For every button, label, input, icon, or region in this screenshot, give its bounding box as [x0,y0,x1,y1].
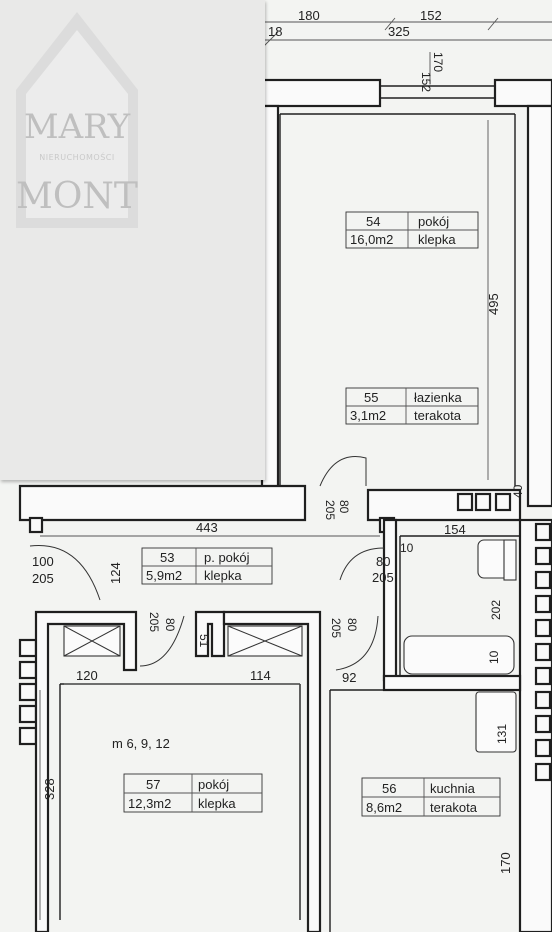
logo-line-3: MONT [16,176,138,217]
agency-logo: MARY NIERUCHOMOŚCI MONT [16,12,138,228]
window-squares-right [534,522,552,782]
svg-text:terakota: terakota [414,408,462,423]
dim-325: 325 [388,24,410,39]
svg-text:54: 54 [366,214,380,229]
dim-205-d: 205 [147,612,161,632]
svg-text:klepka: klepka [204,568,242,583]
dim-100: 100 [32,554,54,569]
dim-202: 202 [489,600,503,620]
dim-80-d: 80 [345,618,359,632]
overlay-paper: MARY NIERUCHOMOŚCI MONT [0,0,265,480]
plan-note: m 6, 9, 12 [112,736,170,751]
dim-170-b: 170 [498,852,513,874]
dim-205-e: 205 [329,618,343,638]
svg-text:łazienka: łazienka [414,390,462,405]
walls [18,78,552,932]
doors [29,456,385,671]
svg-text:klepka: klepka [418,232,456,247]
svg-text:5,9m2: 5,9m2 [146,568,182,583]
svg-text:57: 57 [146,777,160,792]
room-56-label: 56 kuchnia 8,6m2 terakota [361,777,501,817]
svg-text:56: 56 [382,781,396,796]
logo-line-1: MARY [24,107,131,147]
dim-51: 51 [197,634,211,648]
svg-text:pokój: pokój [198,777,229,792]
logo-line-2: NIERUCHOMOŚCI [39,151,114,162]
dim-328: 328 [42,778,57,800]
dim-205-c: 205 [372,570,394,585]
dim-120: 120 [76,668,98,683]
room-54-label: 54 pokój 16,0m2 klepka [345,211,479,249]
room-55-label: 55 łazienka 3,1m2 terakota [345,387,479,425]
svg-text:8,6m2: 8,6m2 [366,800,402,815]
dim-10-b: 10 [487,650,501,664]
dim-10-a: 10 [400,541,414,555]
svg-text:pokój: pokój [418,214,449,229]
dim-80-a: 80 [337,500,351,514]
svg-text:53: 53 [160,550,174,565]
dim-205-b: 205 [323,500,337,520]
interior-dim-lines [39,120,489,920]
svg-text:55: 55 [364,390,378,405]
dim-152-vert: 152 [419,72,433,92]
dim-18: 18 [268,24,282,39]
svg-text:p. pokój: p. pokój [204,550,250,565]
dim-80-c: 80 [163,618,177,632]
svg-text:16,0m2: 16,0m2 [350,232,393,247]
svg-text:12,3m2: 12,3m2 [128,796,171,811]
dim-154: 154 [444,522,466,537]
dim-152: 152 [420,8,442,23]
svg-text:klepka: klepka [198,796,236,811]
dim-205-a: 205 [32,571,54,586]
svg-text:kuchnia: kuchnia [430,781,476,796]
dim-124: 124 [108,562,123,584]
dim-170-vert: 170 [431,52,445,72]
dim-40: 40 [511,484,525,498]
dim-180: 180 [298,8,320,23]
dim-114: 114 [250,668,271,683]
svg-text:terakota: terakota [430,800,478,815]
dim-80-b: 80 [376,554,390,569]
dim-495: 495 [486,293,501,315]
dim-443: 443 [196,520,218,535]
dimension-labels: 180 152 18 325 152 170 495 443 100 205 1… [32,8,525,874]
dim-131: 131 [495,724,509,744]
room-57-label: 57 pokój 12,3m2 klepka [123,773,263,813]
svg-text:3,1m2: 3,1m2 [350,408,386,423]
window-squares-left [18,638,38,746]
fixtures [63,539,517,753]
room-53-label: 53 p. pokój 5,9m2 klepka [141,547,273,585]
dim-92: 92 [342,670,356,685]
